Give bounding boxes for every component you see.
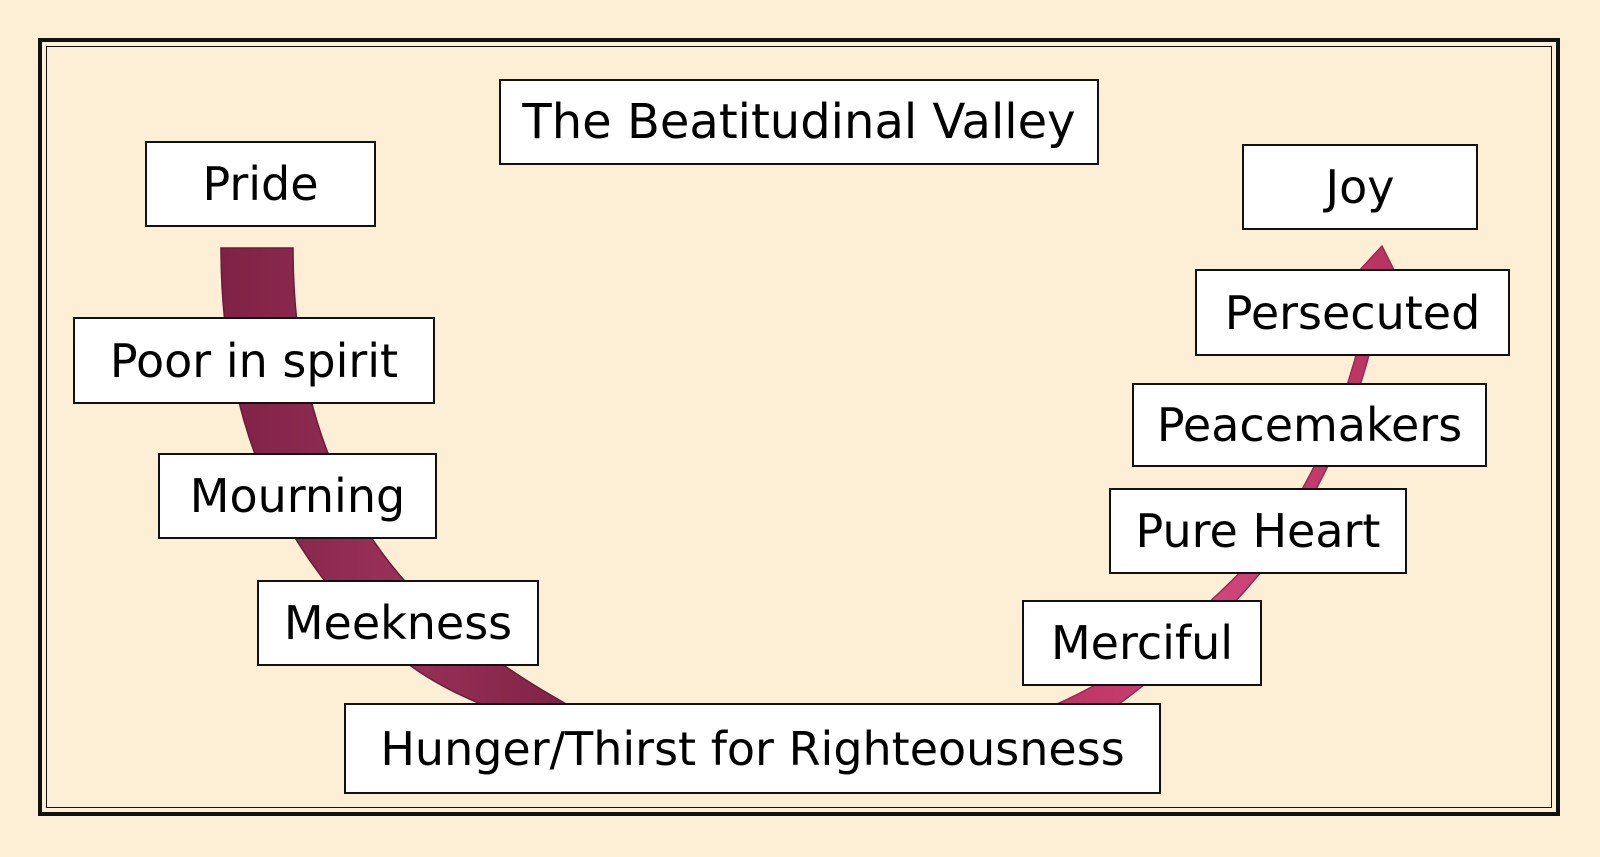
label-poor-in-spirit: Poor in spirit [73, 317, 435, 404]
label-mourning: Mourning [158, 453, 437, 539]
label-hunger-thirst: Hunger/Thirst for Righteousness [344, 703, 1161, 794]
diagram-title: The Beatitudinal Valley [499, 79, 1099, 165]
inner-frame [46, 46, 1552, 808]
label-merciful: Merciful [1022, 600, 1262, 686]
label-joy: Joy [1242, 144, 1478, 230]
label-pride: Pride [145, 141, 376, 227]
outer-frame [38, 38, 1560, 816]
label-pure-heart: Pure Heart [1109, 488, 1407, 574]
label-meekness: Meekness [257, 580, 539, 666]
label-persecuted: Persecuted [1195, 269, 1510, 356]
label-peacemakers: Peacemakers [1132, 383, 1487, 467]
